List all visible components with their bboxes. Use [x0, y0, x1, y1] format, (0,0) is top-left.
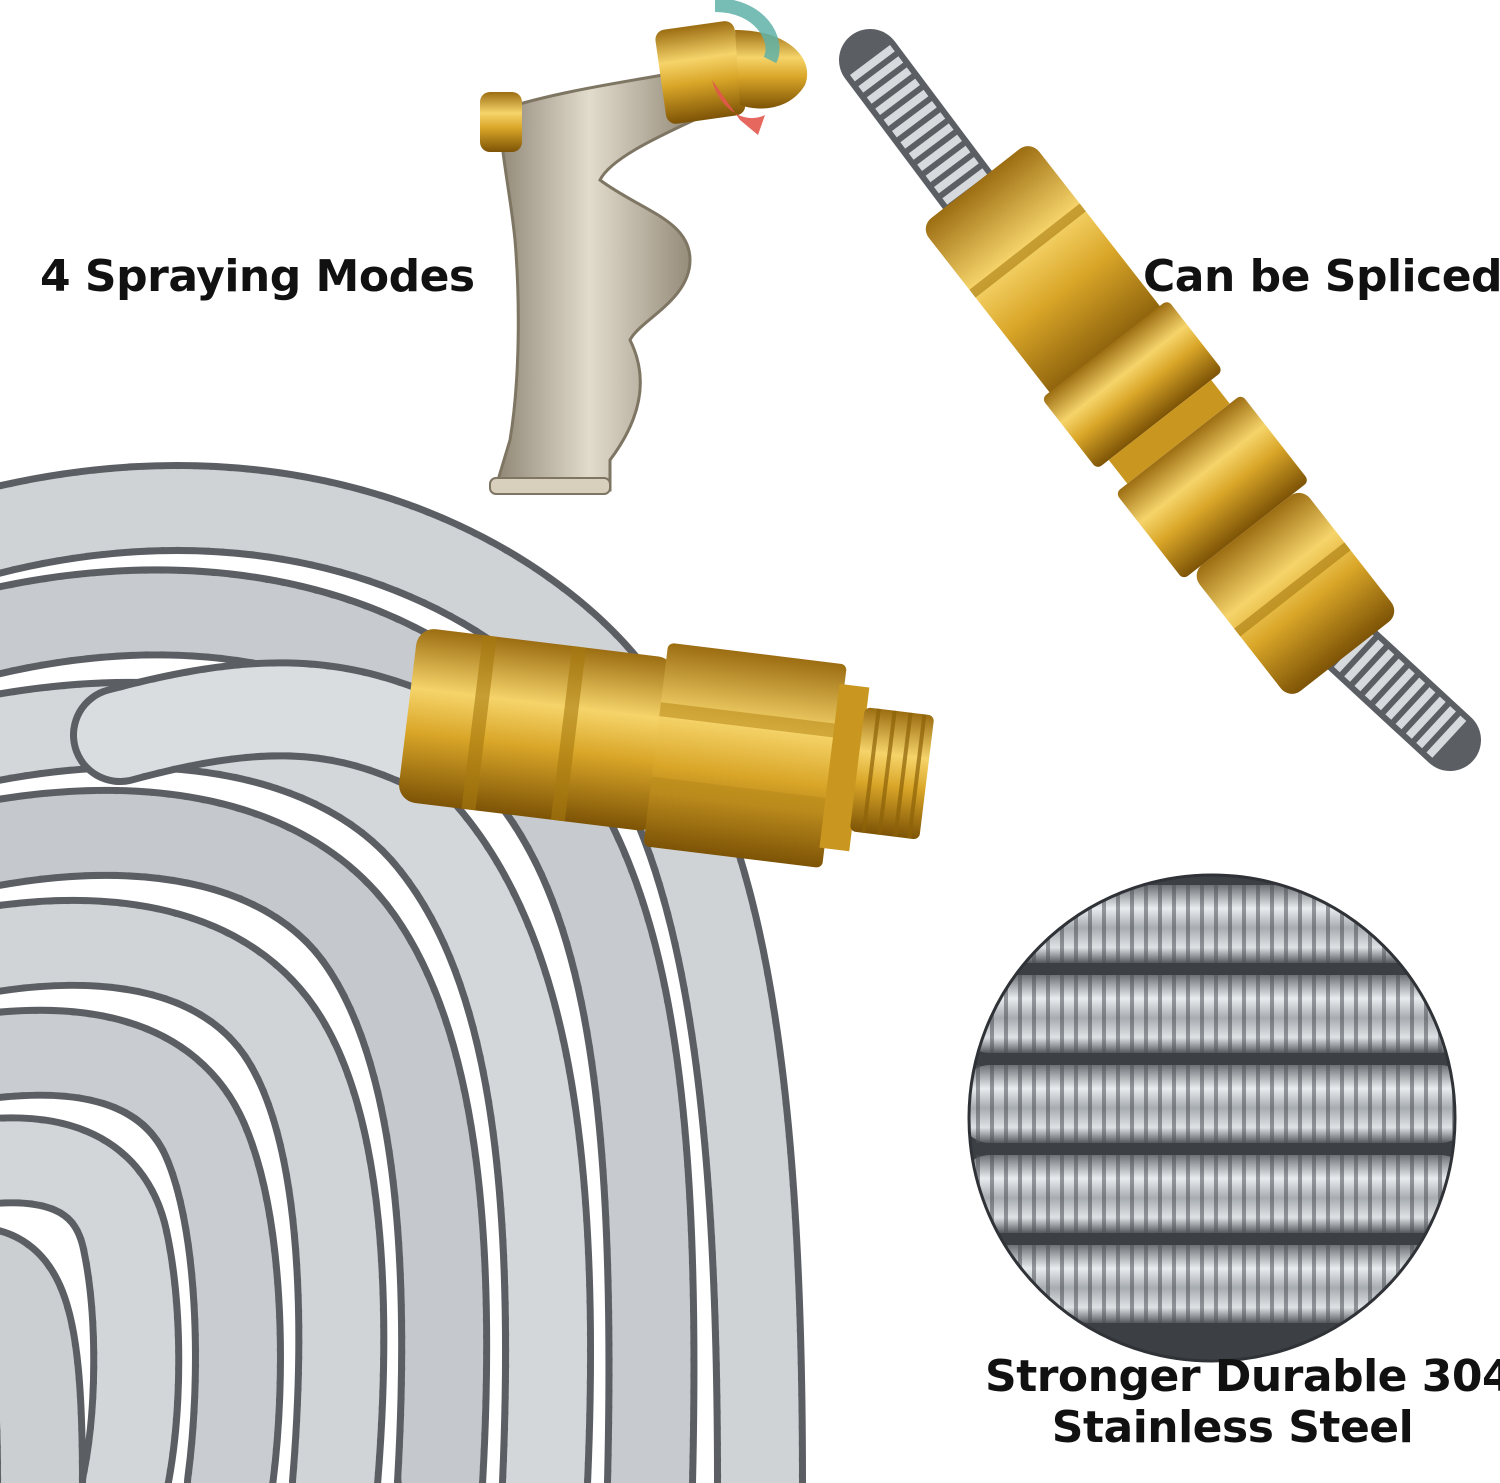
spliced-connector	[839, 29, 1481, 771]
brass-hose-connector	[399, 629, 934, 868]
coiled-steel-hose	[0, 462, 806, 1483]
spraying-modes-label: 4 Spraying Modes	[40, 251, 475, 302]
stainless-steel-label-line2: Stainless Steel	[1051, 1401, 1414, 1453]
stainless-steel-label: Stronger Durable 304 Stainless Steel	[985, 1351, 1500, 1453]
stainless-steel-label-line1: Stronger Durable 304	[985, 1351, 1500, 1402]
stainless-steel-closeup	[969, 875, 1455, 1361]
spray-nozzle	[480, 0, 808, 495]
spliced-label: Can be Spliced	[1143, 251, 1500, 302]
closeup-border	[967, 873, 1457, 1363]
